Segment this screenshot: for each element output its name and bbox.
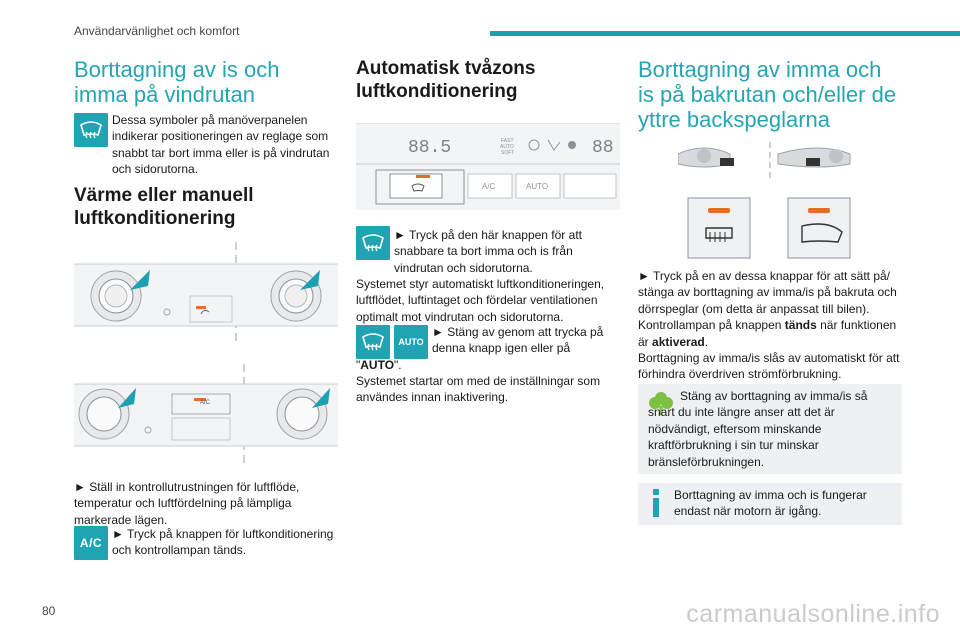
ac-button-icon: A/C [74, 526, 108, 560]
info-note-text: Borttagning av imma och is fungerar enda… [674, 488, 867, 519]
para-auto-ref: "AUTO". [356, 357, 620, 373]
heading-rear-defrost: Borttagning av imma och is på bakrutan o… [638, 57, 897, 132]
panel-auto-mini-label: AUTO [500, 144, 514, 150]
rear-defrost-illustration [677, 140, 898, 260]
para-press-rear-c: . [704, 334, 709, 349]
para-set-controls: ► Ställ in kontrollutrustningen för luft… [74, 480, 300, 527]
para-press-rear-b: när funktionen är [638, 318, 897, 349]
para-press-defrost: ► Tryck på den här knappen för att snabb… [394, 228, 582, 275]
heading-auto-dual-ac: Automatisk tvåzons luftkonditionering [356, 58, 536, 102]
panel-auto-button-label: AUTO [526, 182, 549, 191]
panel-display-left: 88.5 [408, 138, 451, 158]
auto-button-label: AUTO [398, 337, 424, 347]
para-auto-off: Borttagning av imma/is slås av automatis… [638, 351, 900, 382]
ac-button-label: A/C [79, 536, 103, 550]
page-number: 80 [42, 604, 56, 618]
para-windscreen-intro-text: Dessa symboler på manöverpanelen indiker… [112, 113, 330, 177]
max-defrost-icon [356, 226, 390, 260]
word-aktiverad: aktiverad [652, 334, 705, 349]
panel-ac-button-label: A/C [482, 182, 496, 191]
section-title: Användarvänlighet och komfort [74, 24, 240, 38]
para-restart: Systemet startar om med de inställningar… [356, 374, 601, 405]
auto-bold-word: AUTO [360, 358, 395, 372]
panel-soft-label: SOFT [501, 150, 515, 156]
info-icon [652, 489, 660, 517]
heading-manual-ac: Värme eller manuell luftkonditionering [74, 185, 254, 229]
panel-display-right: 88 [592, 138, 614, 158]
watermark: carmanualsonline.info [686, 600, 940, 628]
heading-windscreen-defrost: Borttagning av is och imma på vindrutan [74, 57, 280, 107]
para-switch-off: ► Stäng av genom att trycka på denna kna… [432, 325, 604, 356]
tree-icon [648, 390, 674, 416]
para-windscreen-intro: Dessa symboler på manöverpanelen indiker… [112, 112, 340, 178]
eco-note-text: Stäng av borttagning av imma/is så snart… [648, 389, 868, 469]
ac-panel-illustration: A/C [74, 362, 338, 470]
auto-quote-close: ". [394, 358, 402, 372]
panel-fast-label: FAST [501, 138, 514, 144]
eco-note-box: Stäng av borttagning av imma/is så snart… [638, 384, 902, 474]
word-tands: tänds [784, 318, 817, 333]
auto-quote-open: " [356, 358, 361, 372]
manual-panel-illustration [74, 240, 338, 348]
defrost-small-icon [356, 325, 390, 359]
para-system-auto: Systemet styr automatiskt luftkonditione… [356, 277, 605, 324]
auto-button-icon: AUTO [394, 325, 428, 359]
panel-ac-label: A/C [200, 400, 211, 406]
auto-panel-illustration: 88.5 88 FAST AUTO SOFT A/C AUTO [356, 118, 620, 210]
para-press-rear-a: ► Tryck på en av dessa knappar för att s… [638, 269, 897, 333]
info-note-box: Borttagning av imma och is fungerar enda… [638, 483, 902, 525]
windscreen-defrost-icon [74, 113, 108, 147]
header-accent-bar [490, 31, 960, 36]
para-press-ac: ► Tryck på knappen för luftkonditionerin… [112, 527, 334, 558]
para-press-rear: ► Tryck på en av dessa knappar för att s… [638, 268, 902, 350]
